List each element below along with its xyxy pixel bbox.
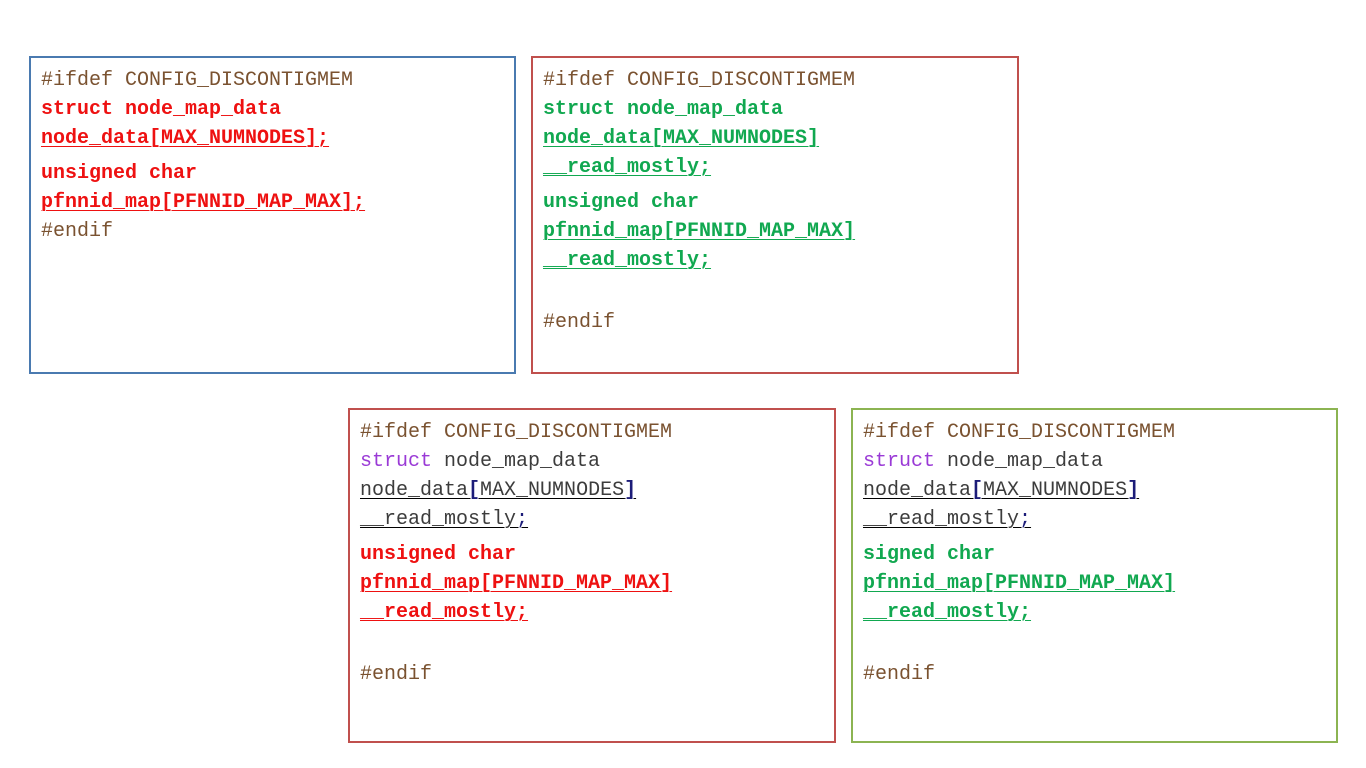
endif-directive: #endif <box>41 220 114 243</box>
attribute-name: __read_mostly <box>360 508 517 531</box>
node-data-type: struct node_map_data <box>360 447 824 476</box>
array-name: node_data <box>863 479 972 502</box>
struct-name: node_map_data <box>935 450 1104 473</box>
code-panel-unsigned: #ifdef CONFIG_DISCONTIGMEM struct node_m… <box>348 408 836 743</box>
pfnnid-map-array: pfnnid_map[PFNNID_MAP_MAX] <box>543 220 856 243</box>
pfnnid-map-array: pfnnid_map[PFNNID_MAP_MAX] <box>360 572 673 595</box>
endif-directive: #endif <box>360 663 433 686</box>
left-bracket: [ <box>971 479 984 502</box>
ifdef-directive: #ifdef CONFIG_DISCONTIGMEM <box>41 69 354 92</box>
ifdef-directive: #ifdef CONFIG_DISCONTIGMEM <box>360 421 673 444</box>
array-size: MAX_NUMNODES <box>480 479 625 502</box>
semicolon: ; <box>1019 508 1032 531</box>
array-size: MAX_NUMNODES <box>983 479 1128 502</box>
pfnnid-map-attribute: __read_mostly; <box>863 601 1032 624</box>
left-bracket: [ <box>468 479 481 502</box>
code-panel-read-mostly: #ifdef CONFIG_DISCONTIGMEM struct node_m… <box>531 56 1019 374</box>
node-data-type: struct node_map_data <box>543 98 784 121</box>
node-data-array: node_data[MAX_NUMNODES] <box>543 127 820 150</box>
pfnnid-map-type: unsigned char <box>41 162 198 185</box>
pfnnid-map-type: signed char <box>863 543 996 566</box>
array-name: node_data <box>360 479 469 502</box>
node-data-array: node_data[MAX_NUMNODES] <box>360 476 824 505</box>
node-data-attribute: __read_mostly; <box>863 505 1326 534</box>
node-data-array: node_data[MAX_NUMNODES]; <box>41 127 330 150</box>
struct-keyword: struct <box>863 450 936 473</box>
node-data-array: node_data[MAX_NUMNODES] <box>863 476 1326 505</box>
node-data-attribute: __read_mostly; <box>360 505 824 534</box>
code-panel-original: #ifdef CONFIG_DISCONTIGMEM struct node_m… <box>29 56 516 374</box>
endif-directive: #endif <box>543 311 616 334</box>
pfnnid-map-attribute: __read_mostly; <box>360 601 529 624</box>
semicolon: ; <box>516 508 529 531</box>
struct-name: node_map_data <box>432 450 601 473</box>
ifdef-directive: #ifdef CONFIG_DISCONTIGMEM <box>543 69 856 92</box>
attribute-name: __read_mostly <box>863 508 1020 531</box>
struct-keyword: struct <box>360 450 433 473</box>
pfnnid-map-type: unsigned char <box>360 543 517 566</box>
node-data-type: struct node_map_data <box>41 98 282 121</box>
code-panel-signed: #ifdef CONFIG_DISCONTIGMEM struct node_m… <box>851 408 1338 743</box>
pfnnid-map-array: pfnnid_map[PFNNID_MAP_MAX] <box>863 572 1176 595</box>
pfnnid-map-type: unsigned char <box>543 191 700 214</box>
pfnnid-map-array: pfnnid_map[PFNNID_MAP_MAX]; <box>41 191 366 214</box>
right-bracket: ] <box>1127 479 1140 502</box>
node-data-type: struct node_map_data <box>863 447 1326 476</box>
pfnnid-map-attribute: __read_mostly; <box>543 249 712 272</box>
node-data-attribute: __read_mostly; <box>543 156 712 179</box>
right-bracket: ] <box>624 479 637 502</box>
ifdef-directive: #ifdef CONFIG_DISCONTIGMEM <box>863 421 1176 444</box>
endif-directive: #endif <box>863 663 936 686</box>
